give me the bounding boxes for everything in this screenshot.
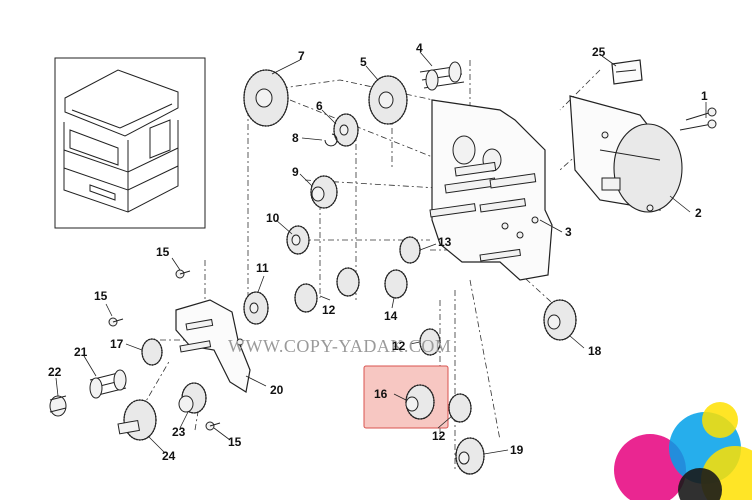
bracket-20 (175, 299, 251, 393)
logo-circle-yellow-small (702, 402, 738, 438)
gear-7 (243, 69, 289, 127)
part-label-16: 16 (374, 387, 388, 401)
gear-13 (399, 236, 421, 264)
logo-circle-black (678, 468, 722, 500)
part-label-9: 9 (292, 165, 299, 179)
motor-screws (679, 107, 717, 131)
part-label-24: 24 (162, 449, 176, 463)
screws-15 (108, 269, 221, 431)
part-label-12-mid: 12 (392, 339, 406, 353)
brand-logo (614, 402, 752, 500)
part-label-21: 21 (74, 345, 88, 359)
gear-23 (178, 382, 207, 414)
part-label-12-lower: 12 (432, 429, 446, 443)
part-label-23: 23 (172, 425, 186, 439)
part-label-22: 22 (48, 365, 62, 379)
gear-12-upper (294, 267, 360, 313)
part-label-5: 5 (360, 55, 367, 69)
part-label-6: 6 (316, 99, 323, 113)
highlighted-part[interactable] (363, 365, 449, 429)
part-label-11: 11 (256, 261, 269, 275)
drive-motor (569, 95, 683, 213)
spring-21 (89, 369, 127, 399)
part-label-10: 10 (266, 211, 280, 225)
part-label-1: 1 (701, 89, 708, 103)
e-ring-8 (324, 133, 338, 147)
leader-lines (55, 51, 707, 455)
gear-19 (455, 437, 485, 475)
gear-18 (543, 299, 577, 341)
part-label-20: 20 (270, 383, 284, 397)
coupling-22 (49, 395, 67, 417)
logo-circle-magenta (614, 434, 686, 500)
gear-24 (117, 399, 157, 441)
gear-5 (368, 75, 408, 125)
watermark-text: WWW.COPY-YADAK.COM (228, 336, 451, 356)
part-label-18: 18 (588, 344, 602, 358)
part-label-3: 3 (565, 225, 572, 239)
part-label-17: 17 (110, 337, 124, 351)
label-sticker (611, 59, 643, 85)
part-label-2: 2 (695, 206, 702, 220)
gear-14 (384, 269, 408, 299)
frame-plate (429, 99, 553, 281)
gear-9 (310, 175, 338, 209)
copier-thumbnail (54, 57, 206, 229)
gear-11 (243, 291, 269, 325)
part-label-14: 14 (384, 309, 398, 323)
gear-12-lower (448, 393, 472, 423)
spring-4 (419, 61, 465, 91)
part-label-25: 25 (592, 45, 606, 59)
part-label-12-upper: 12 (322, 303, 336, 317)
part-label-8: 8 (292, 131, 299, 145)
part-label-19: 19 (510, 443, 524, 457)
gear-10 (286, 225, 310, 255)
gear-6 (333, 113, 359, 147)
gear-17 (141, 338, 163, 366)
part-label-4: 4 (416, 41, 423, 55)
part-label-15-bottom: 15 (228, 435, 242, 449)
part-label-13: 13 (438, 235, 452, 249)
part-label-7: 7 (298, 49, 305, 63)
part-label-15-mid: 15 (94, 289, 108, 303)
part-labels: 1 2 3 4 5 6 7 8 9 10 11 12 13 14 15 16 1… (48, 41, 708, 463)
part-label-15-top: 15 (156, 245, 170, 259)
